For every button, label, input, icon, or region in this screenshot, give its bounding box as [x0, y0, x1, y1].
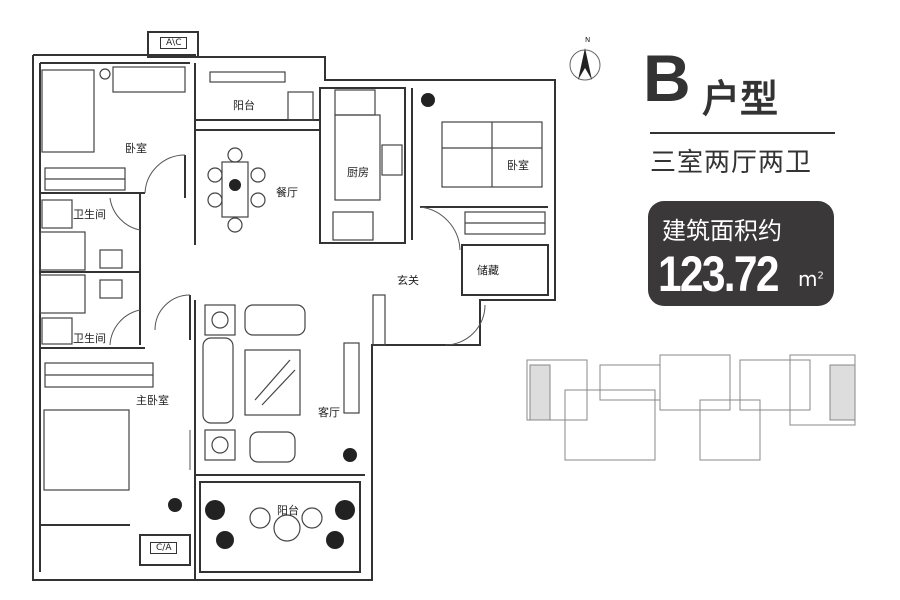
furniture — [39, 66, 546, 542]
room-label-bedroom-ne: 卧室 — [507, 159, 529, 172]
doors — [109, 154, 486, 470]
unit-type-suffix: 户型 — [702, 77, 779, 121]
toilet-2 — [41, 317, 73, 345]
coffee-table — [244, 349, 301, 416]
armchair — [244, 304, 306, 336]
bed-nw — [41, 69, 95, 153]
room-label-bathroom-1: 卫生间 — [73, 208, 106, 221]
plants — [168, 93, 435, 549]
area-unit-sup: 2 — [817, 270, 824, 282]
layout-description: 三室两厅两卫 — [650, 148, 813, 178]
sofa — [202, 337, 234, 424]
area-value: 123.72 — [658, 246, 779, 302]
room-label-kitchen: 厨房 — [347, 166, 369, 179]
room-label-master-bedroom: 主卧室 — [136, 394, 169, 407]
room-label-balcony-south: 阳台 — [277, 504, 299, 517]
room-label-dining: 餐厅 — [276, 186, 298, 199]
desk — [112, 66, 186, 93]
room-label-balcony-north: 阳台 — [233, 99, 255, 112]
room-label-living: 客厅 — [318, 406, 340, 419]
compass-icon — [569, 48, 601, 81]
room-label-storage: 储藏 — [477, 264, 499, 277]
toilet-1 — [41, 199, 73, 229]
area-label: 建筑面积约 — [662, 217, 782, 245]
area-unit: m2 — [798, 267, 824, 291]
area-unit-base: m — [798, 267, 818, 291]
ac-label-top: A\C — [160, 37, 188, 49]
room-label-foyer: 玄关 — [397, 274, 419, 287]
room-label-bedroom-nw: 卧室 — [125, 142, 147, 155]
bed-master — [43, 409, 130, 491]
compass-north-label: N — [585, 36, 591, 44]
site-plan-thumbnail — [526, 354, 856, 461]
unit-type-letter: B — [643, 41, 691, 115]
walls — [32, 31, 556, 581]
tv-cabinet — [343, 342, 360, 414]
room-label-bathroom-2: 卫生间 — [73, 332, 106, 345]
area-badge: 建筑面积约 123.72 m2 — [648, 201, 834, 306]
title-divider — [650, 132, 835, 134]
ac-label-bottom: C/A — [150, 542, 178, 554]
